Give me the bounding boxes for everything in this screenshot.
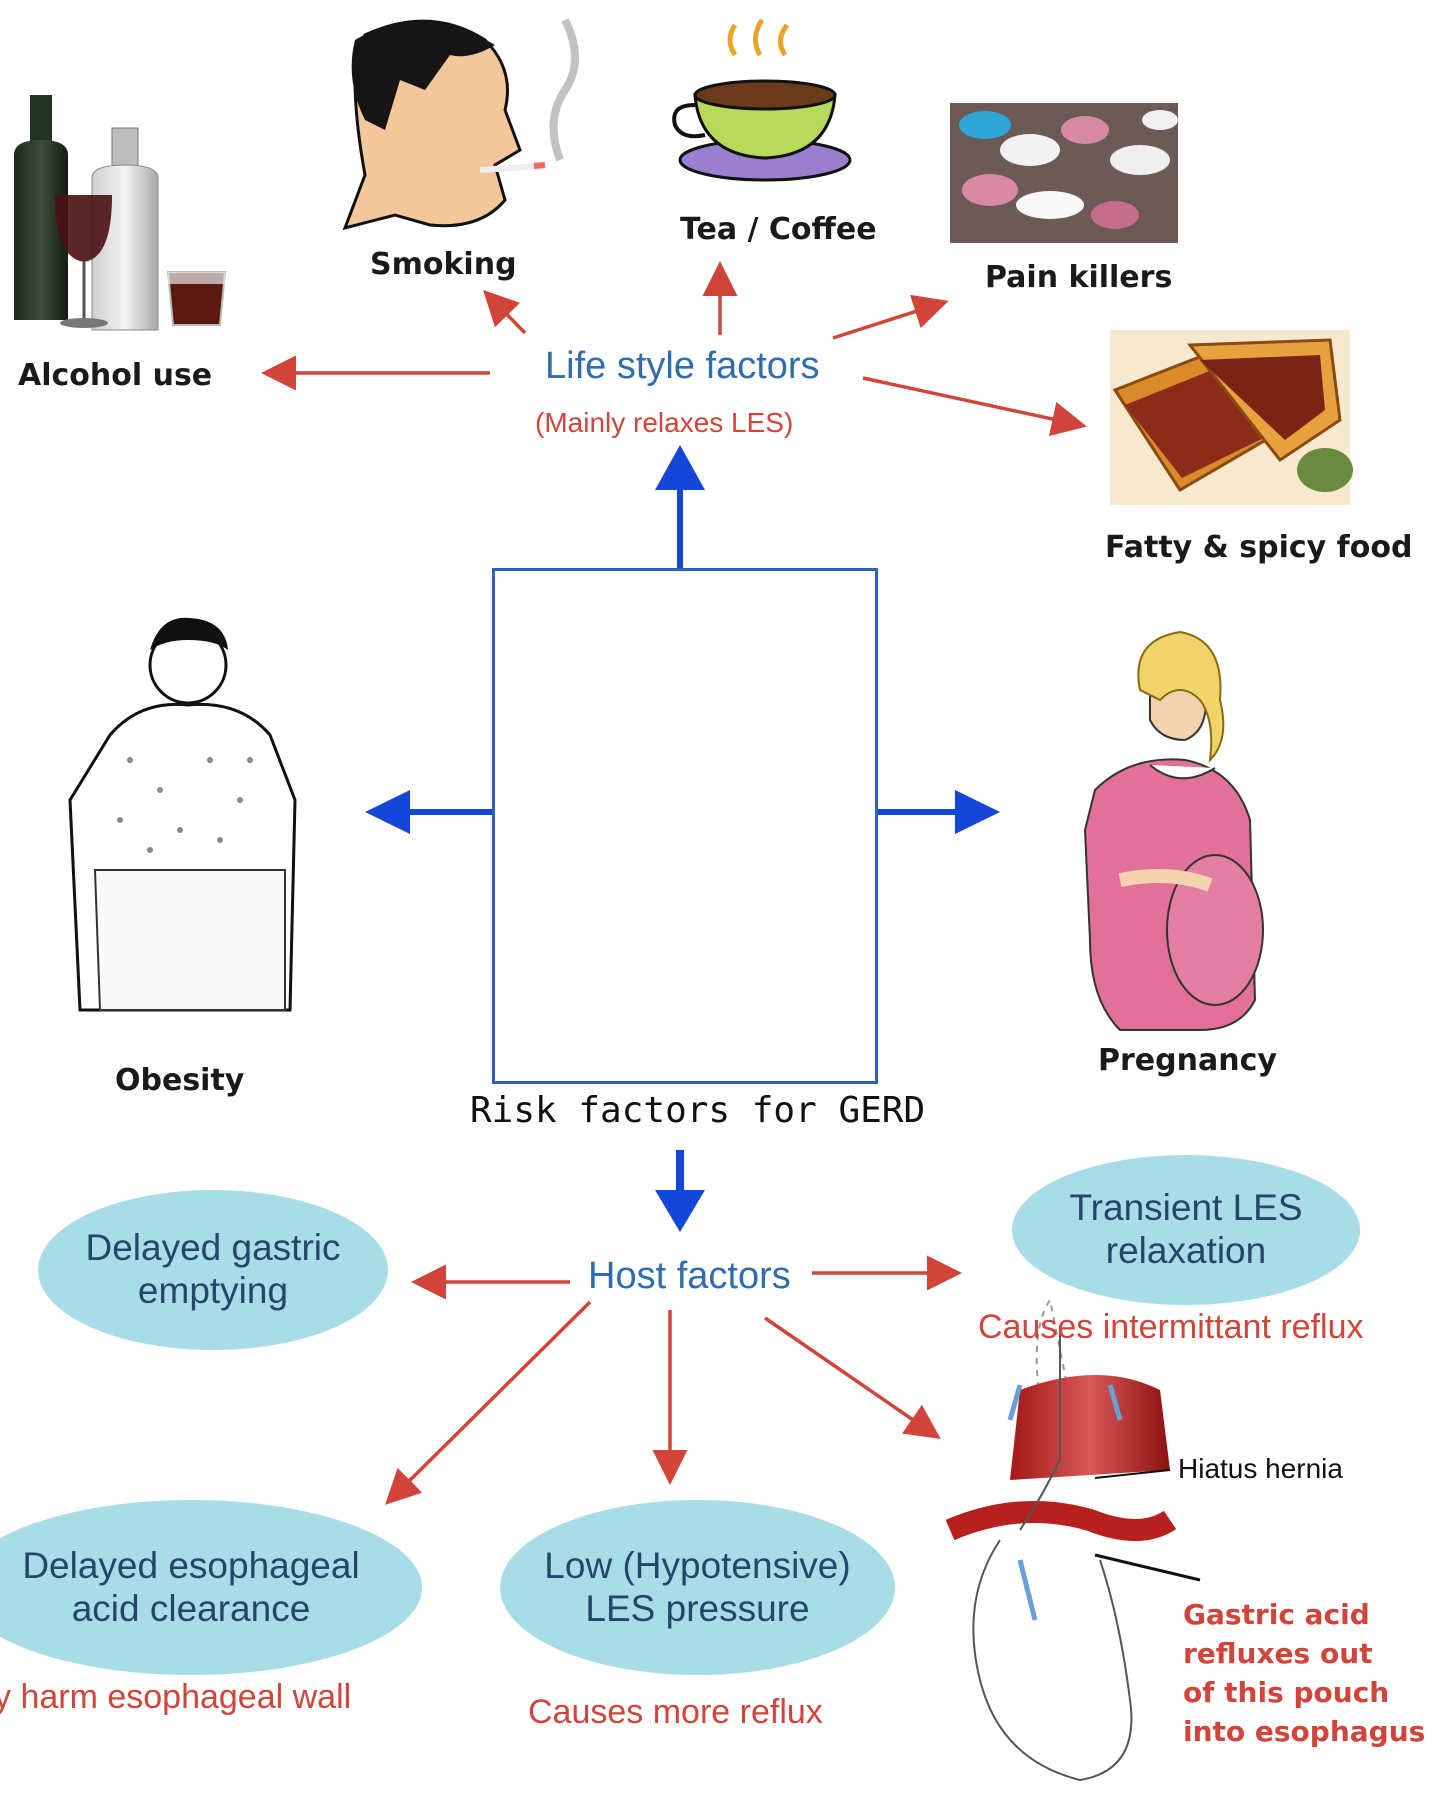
alcohol-bottles-icon	[14, 95, 225, 330]
oval-low-les-line1: Low (Hypotensive)	[544, 1545, 850, 1588]
hernia-note-line4: into esophagus	[1183, 1712, 1425, 1751]
fatty-food-label: Fatty & spicy food	[1105, 530, 1412, 565]
oval-transient-les: Transient LES relaxation	[1012, 1155, 1360, 1305]
smoking-label: Smoking	[370, 247, 517, 282]
tea-cup-icon	[674, 20, 850, 180]
lifestyle-subtitle: (Mainly relaxes LES)	[535, 407, 793, 439]
tea-coffee-label: Tea / Coffee	[680, 212, 877, 247]
oval-delayed-esophageal-line1: Delayed esophageal	[22, 1545, 359, 1588]
oval-delayed-gastric-line1: Delayed gastric	[85, 1227, 340, 1270]
arrow-to-host	[655, 1190, 705, 1232]
hernia-note-line2: refluxes out	[1183, 1634, 1425, 1673]
pills-icon	[950, 103, 1178, 243]
oval-delayed-gastric: Delayed gastric emptying	[38, 1190, 388, 1350]
oval-transient-les-line2: relaxation	[1069, 1230, 1302, 1273]
obese-man-icon	[70, 618, 295, 1010]
hernia-note-line3: of this pouch	[1183, 1673, 1425, 1712]
note-delayed-esophageal: y harm esophageal wall	[0, 1678, 351, 1717]
smoking-man-icon	[345, 20, 575, 228]
note-low-les: Causes more reflux	[528, 1693, 823, 1732]
pain-killers-label: Pain killers	[985, 260, 1172, 295]
obesity-label: Obesity	[115, 1063, 244, 1098]
pregnant-woman-icon	[1085, 632, 1263, 1030]
alcohol-label: Alcohol use	[18, 358, 212, 393]
host-red-arrows	[390, 1273, 955, 1500]
gerd-center-box	[492, 568, 878, 1084]
oval-delayed-gastric-line2: emptying	[85, 1270, 340, 1313]
host-title: Host factors	[588, 1255, 791, 1298]
arrow-to-lifestyle	[655, 445, 705, 490]
pregnancy-label: Pregnancy	[1098, 1043, 1277, 1078]
lifestyle-title: Life style factors	[545, 345, 820, 388]
arrow-to-obesity	[365, 790, 410, 834]
arrow-to-pregnancy	[955, 790, 1000, 834]
oval-low-les-line2: LES pressure	[544, 1588, 850, 1631]
hernia-note: Gastric acid refluxes out of this pouch …	[1183, 1595, 1425, 1751]
hiatus-hernia-label: Hiatus hernia	[1178, 1453, 1343, 1485]
sandwich-icon	[1110, 330, 1353, 505]
hiatus-hernia-illustration	[950, 1300, 1200, 1780]
note-transient-les: Causes intermittant reflux	[978, 1308, 1364, 1347]
center-caption: Risk factors for GERD	[470, 1090, 925, 1131]
oval-transient-les-line1: Transient LES	[1069, 1187, 1302, 1230]
oval-low-les: Low (Hypotensive) LES pressure	[500, 1500, 895, 1675]
hernia-note-line1: Gastric acid	[1183, 1595, 1425, 1634]
oval-delayed-esophageal-line2: acid clearance	[22, 1588, 359, 1631]
